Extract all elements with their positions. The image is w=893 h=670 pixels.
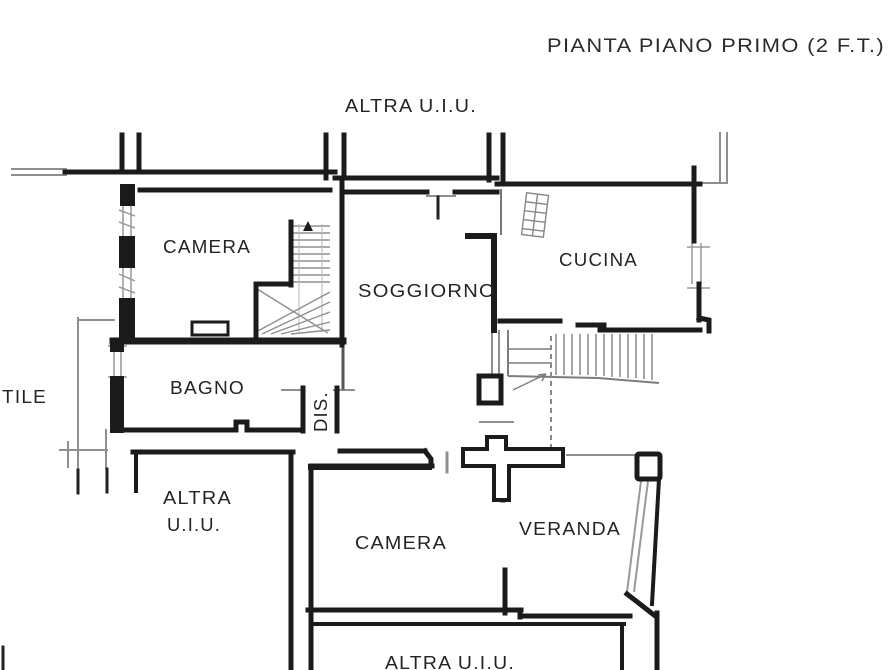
door-threshold xyxy=(190,320,230,337)
stair-pillar xyxy=(476,373,504,406)
label-dis: DIS. xyxy=(310,391,331,432)
veranda-pillar xyxy=(634,451,663,482)
label-veranda: VERANDA xyxy=(519,518,621,539)
stair-direction-arrow xyxy=(303,221,313,231)
label-bagno: BAGNO xyxy=(170,377,245,398)
label-camera-bottom: CAMERA xyxy=(355,532,447,553)
plan-title: PIANTA PIANO PRIMO (2 F.T.) xyxy=(547,36,885,57)
label-tile: TILE xyxy=(2,386,47,407)
walls-main xyxy=(62,132,712,670)
wall-piers xyxy=(110,184,135,433)
window-symbols xyxy=(108,206,710,593)
courtyard-thin-lines xyxy=(11,132,728,471)
label-soggiorno: SOGGIORNO xyxy=(358,280,496,301)
label-cucina: CUCINA xyxy=(559,249,638,270)
label-altra-uiu-bottom: ALTRA U.I.U. xyxy=(385,652,515,670)
courtyard-dark-stubs xyxy=(1,189,502,670)
entrance-wall-pier xyxy=(461,435,565,502)
label-altra-uiu-top: ALTRA U.I.U. xyxy=(345,95,477,116)
label-altra-left-2: U.I.U. xyxy=(167,514,221,535)
external-stair xyxy=(507,330,660,391)
label-camera-top: CAMERA xyxy=(163,236,251,257)
internal-stair-hatch xyxy=(253,224,331,335)
label-altra-left-1: ALTRA xyxy=(163,487,232,508)
french-window-symbol xyxy=(520,192,550,238)
